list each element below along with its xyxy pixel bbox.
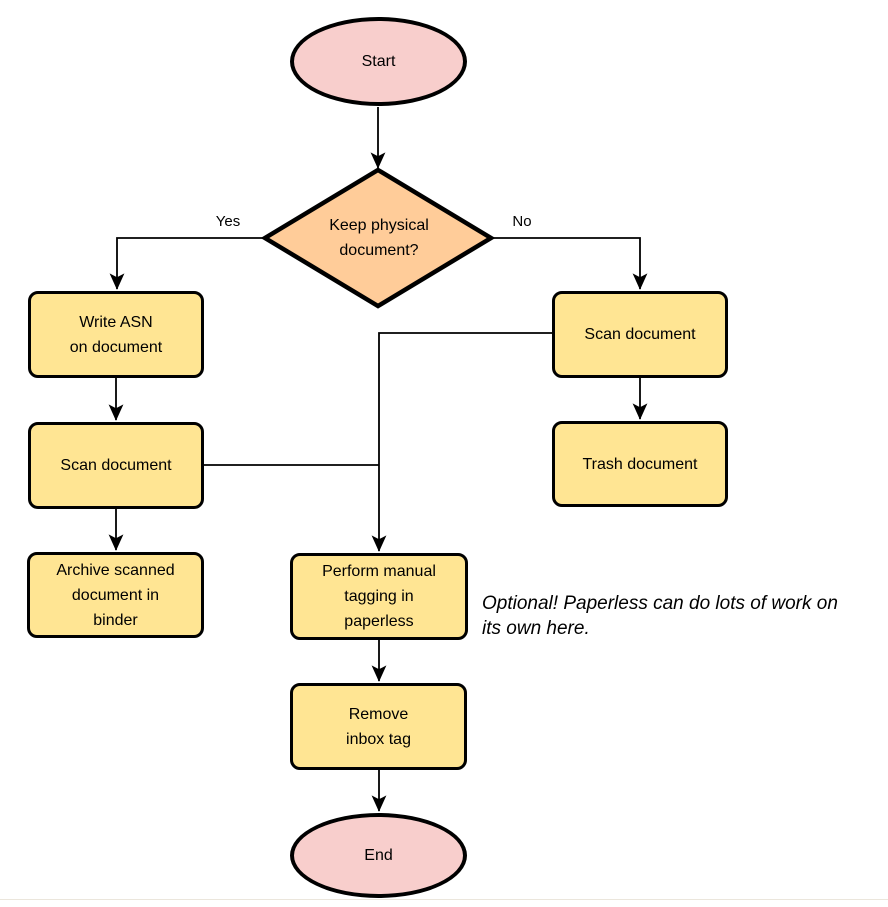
node-archive-document: Archive scanned document in binder [27, 552, 204, 638]
node-manual-tagging-label: Perform manual tagging in paperless [322, 563, 436, 630]
node-start: Start [290, 17, 467, 106]
node-scan-document-right-label: Scan document [584, 326, 696, 343]
node-end: End [290, 813, 467, 898]
edge-decision-to-write-asn [109, 237, 265, 290]
node-archive-document-label: Archive scanned document in binder [56, 561, 175, 629]
edge-label-no: No [512, 213, 532, 230]
decision-node-shape [260, 167, 496, 309]
edge-decision-to-scan-right [491, 237, 648, 290]
edge-scan-right-to-tagging [371, 332, 552, 552]
node-write-asn: Write ASN on document [28, 291, 204, 378]
node-scan-document-right: Scan document [552, 291, 728, 378]
node-write-asn-label: Write ASN on document [69, 313, 163, 356]
annotation-optional-note: Optional! Paperless can do lots of work … [482, 593, 838, 639]
node-remove-inbox-tag-label: Remove inbox tag [346, 705, 411, 748]
node-manual-tagging: Perform manual tagging in paperless [290, 553, 468, 640]
edge-label-yes: Yes [215, 213, 241, 230]
decision-label-text: Keep physical document? [329, 217, 429, 259]
node-start-label: Start [361, 53, 396, 70]
node-decision-label: Keep physical document? [283, 213, 475, 263]
node-trash-document-label: Trash document [582, 455, 698, 473]
node-trash-document: Trash document [552, 421, 728, 507]
node-end-label: End [364, 847, 393, 864]
page-bottom-divider [0, 899, 888, 900]
node-remove-inbox-tag: Remove inbox tag [290, 683, 467, 770]
node-scan-document-left: Scan document [28, 422, 204, 509]
node-scan-document-left-label: Scan document [60, 457, 172, 474]
